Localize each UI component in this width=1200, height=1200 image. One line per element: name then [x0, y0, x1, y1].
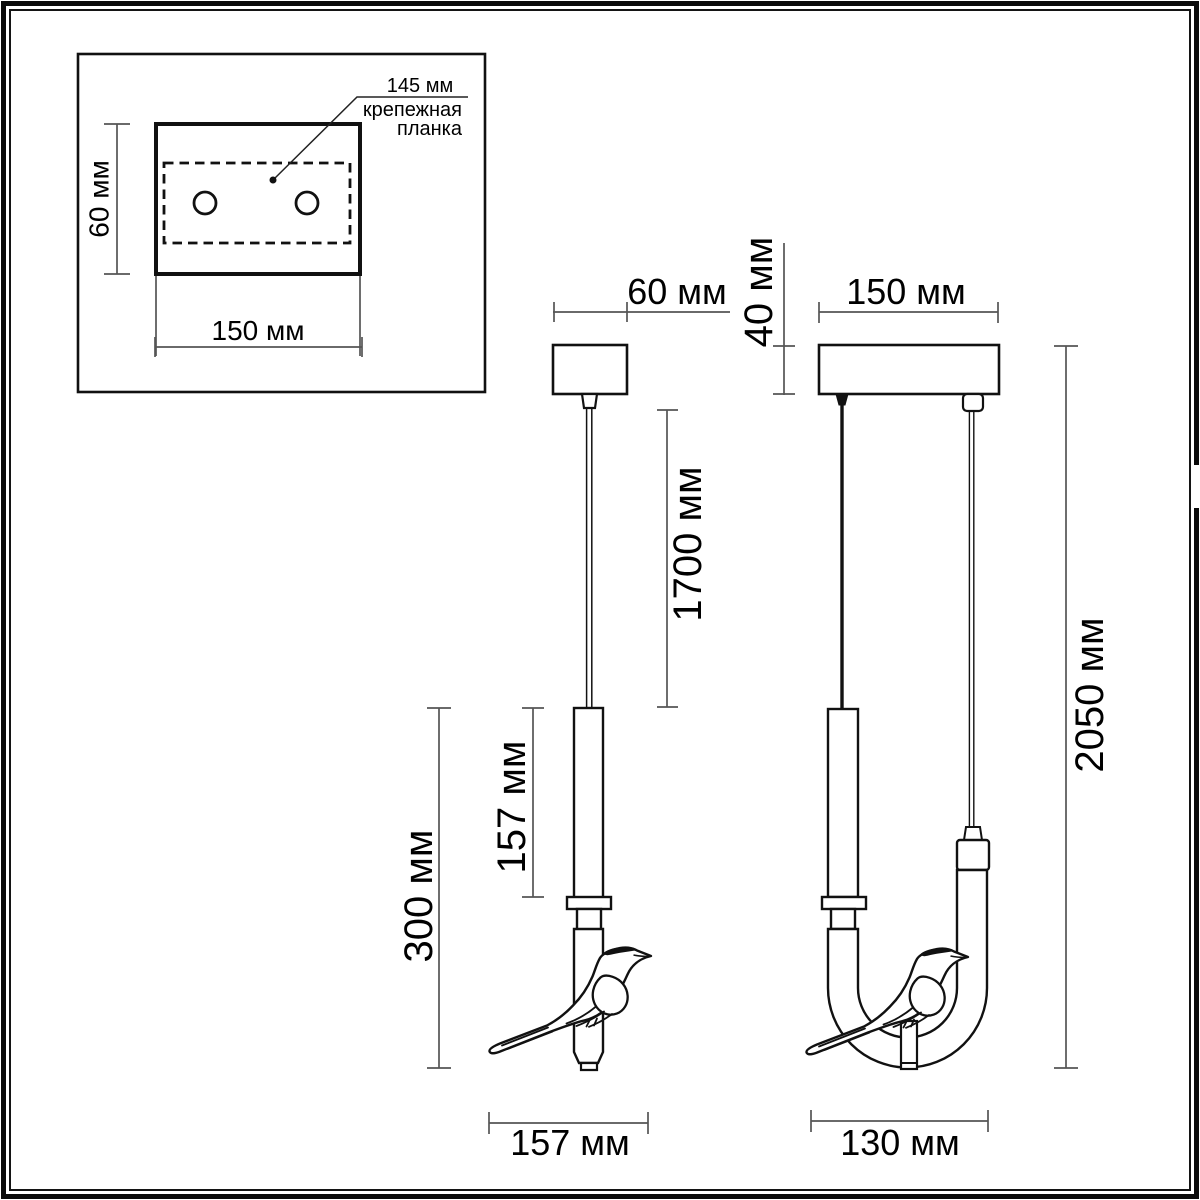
front-total-height-dim-line [1054, 345, 1078, 1069]
side-canopy-width-dim-line [553, 302, 730, 322]
front-right-cable-gland [961, 392, 985, 413]
inset-width-label: 150 мм [212, 315, 305, 346]
side-cable-gland [580, 392, 599, 410]
front-flange [820, 895, 868, 911]
side-overall-width-dim-line [488, 1112, 649, 1134]
front-left-tube [826, 707, 860, 899]
inset-height-dim-line [104, 123, 130, 275]
side-body-length-label: 157 мм [490, 741, 534, 874]
pendant-side-view: 60 мм 1700 мм 157 мм 300 мм 157 мм [397, 271, 730, 1163]
side-flange [565, 895, 613, 911]
front-cable-connector [955, 838, 991, 872]
side-neck [575, 907, 603, 932]
side-upper-tube [572, 706, 605, 900]
front-canopy-height-label: 40 мм [737, 237, 781, 348]
callout-value-label: 145 мм [387, 75, 453, 97]
side-canopy [551, 343, 629, 396]
mounting-plate-inset: 145 мм крепежная планка 60 мм 150 мм [76, 52, 487, 394]
front-perch-cylinder [899, 1019, 919, 1071]
front-u-tube [826, 868, 989, 1069]
front-canopy-height-dim-line [773, 243, 795, 395]
front-canopy-width-label: 150 мм [846, 271, 966, 312]
mounting-hole-right [294, 190, 320, 216]
front-canopy [817, 343, 1001, 396]
bird-icon-side-view [488, 946, 653, 1055]
front-left-cable-gland [835, 393, 849, 406]
ceiling-plate-outline [154, 122, 362, 276]
callout-leader-dot [269, 176, 277, 184]
front-neck [829, 907, 857, 931]
front-canopy-width-dim-line [818, 302, 999, 323]
front-cable-end-nub [962, 826, 984, 841]
side-lower-dim-line [427, 707, 451, 1069]
callout-leader-line [272, 96, 468, 181]
side-suspension-length-label: 1700 мм [666, 466, 710, 621]
front-overall-width-dim-line [810, 1110, 989, 1132]
side-body-dim-line [522, 707, 544, 898]
side-lower-height-label: 300 мм [397, 830, 441, 963]
inset-width-dim-line [154, 276, 363, 357]
inset-height-label: 60 мм [84, 160, 115, 237]
side-suspension-cable [585, 408, 593, 709]
front-right-cable [968, 411, 975, 827]
side-suspension-dim-line [657, 409, 678, 708]
front-overall-width-label: 130 мм [840, 1122, 960, 1163]
pendant-front-view: 150 мм 40 мм 2050 мм 130 мм [737, 237, 1112, 1163]
front-total-height-label: 2050 мм [1068, 617, 1112, 772]
side-tube-tip [579, 1061, 599, 1072]
frame-right-notch [1191, 465, 1200, 508]
mounting-hole-left [192, 190, 218, 216]
side-canopy-width-label: 60 мм [627, 271, 727, 312]
callout-text-line1: крепежная [363, 99, 462, 121]
side-overall-width-label: 157 мм [510, 1122, 630, 1163]
inset-box-border [76, 52, 487, 394]
callout-text-line2: планка [397, 118, 463, 140]
mounting-bracket-dashed-outline [162, 161, 352, 245]
